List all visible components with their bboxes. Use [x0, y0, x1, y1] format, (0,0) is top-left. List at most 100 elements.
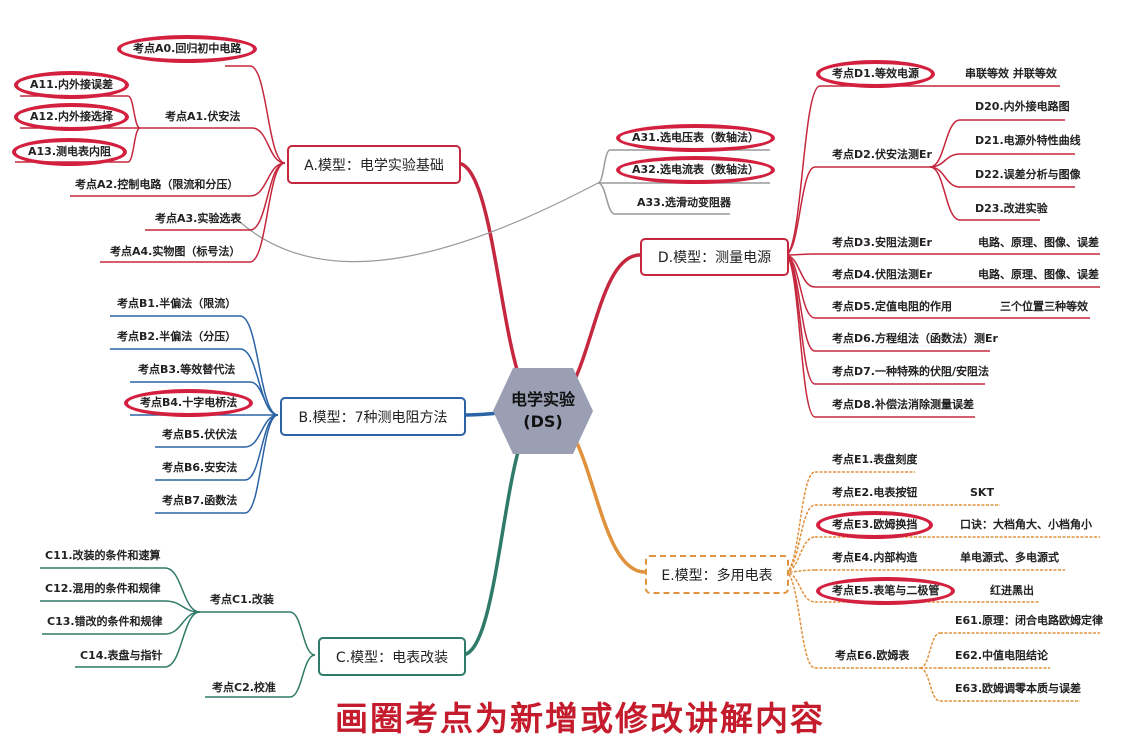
link-d2 — [784, 166, 816, 256]
topic-e[interactable]: E.模型：多用电表 — [645, 555, 789, 594]
central-topic[interactable]: 电学实验 (DS) — [493, 368, 593, 454]
node-e61[interactable]: E61.原理：闭合电路欧姆定律 — [955, 614, 1103, 627]
link-c11 — [164, 567, 201, 613]
topic-a[interactable]: A.模型：电学实验基础 — [287, 145, 461, 184]
topic-title: D.模型：测量电源 — [657, 250, 772, 266]
node-e2[interactable]: 考点E2.电表按钮 — [832, 486, 918, 499]
node-d22[interactable]: D22.误差分析与图像 — [975, 168, 1081, 181]
note-d1: 串联等效 并联等效 — [965, 67, 1057, 80]
node-c11[interactable]: C11.改装的条件和速算 — [45, 549, 161, 562]
node-d21[interactable]: D21.电源外特性曲线 — [975, 134, 1081, 147]
link-e6 — [784, 571, 816, 669]
link-d23 — [929, 166, 961, 221]
link-e3 — [784, 536, 816, 573]
link-b7 — [244, 414, 279, 514]
link-e4 — [784, 569, 816, 573]
node-b4[interactable]: 考点B4.十字电桥法 — [123, 389, 254, 417]
node-c1[interactable]: 考点C1.改装 — [210, 593, 274, 606]
link-a31 — [597, 149, 611, 184]
note-e5: 红进黑出 — [990, 584, 1034, 597]
node-c13[interactable]: C13.错改的条件和规律 — [47, 615, 163, 628]
link-c2 — [289, 654, 316, 698]
topic-d[interactable]: D.模型：测量电源 — [640, 238, 789, 276]
link-c1 — [289, 611, 316, 656]
link-a0 — [249, 65, 286, 164]
link-a3 — [249, 162, 286, 231]
node-c12[interactable]: C12.混用的条件和规律 — [45, 582, 161, 595]
topic-c[interactable]: C.模型：电表改装 — [318, 637, 466, 676]
link-a4 — [249, 162, 286, 263]
note-e2: SKT — [970, 486, 994, 499]
caption-note: 画圈考点为新增或修改讲解内容 — [335, 699, 825, 738]
node-a3[interactable]: 考点A3.实验选表 — [155, 212, 242, 225]
node-e5[interactable]: 考点E5.表笔与二极管 — [815, 577, 956, 605]
node-a12[interactable]: A12.内外接选择 — [14, 103, 129, 131]
topic-title: E.模型：多用电表 — [661, 567, 773, 584]
link-e1 — [784, 471, 816, 573]
topic-b[interactable]: B.模型：7种测电阻方法 — [280, 397, 466, 436]
topic-title: B.模型：7种测电阻方法 — [298, 409, 448, 426]
note-d5: 三个位置三种等效 — [1000, 300, 1088, 313]
link-c14 — [164, 611, 201, 668]
link-a1 — [251, 127, 286, 164]
link-c13 — [164, 611, 201, 635]
link-a13 — [127, 127, 141, 163]
node-d4[interactable]: 考点D4.伏阻法测Er — [832, 268, 932, 281]
note-e3: 口诀：大档角大、小档角小 — [960, 518, 1092, 531]
node-e4[interactable]: 考点E4.内部构造 — [832, 551, 918, 564]
node-d1[interactable]: 考点D1.等效电源 — [816, 60, 935, 88]
link-d22 — [929, 166, 961, 188]
central-topic-title: 电学实验 — [510, 390, 575, 409]
node-d2[interactable]: 考点D2.伏安法测Er — [832, 148, 932, 161]
link-a2 — [249, 162, 286, 197]
node-b6[interactable]: 考点B6.安安法 — [162, 461, 238, 474]
link-b1 — [239, 315, 279, 416]
node-e3[interactable]: 考点E3.欧姆换挡 — [815, 511, 934, 539]
node-d3[interactable]: 考点D3.安阻法测Er — [832, 236, 932, 249]
link-a33 — [597, 182, 616, 215]
cross-link-a3 — [239, 182, 599, 263]
link-e61 — [919, 632, 941, 669]
node-b3[interactable]: 考点B3.等效替代法 — [138, 363, 236, 376]
node-b7[interactable]: 考点B7.函数法 — [162, 494, 238, 507]
node-a33[interactable]: A33.选滑动变阻器 — [637, 196, 731, 209]
node-a2[interactable]: 考点A2.控制电路（限流和分压） — [75, 178, 239, 191]
node-e63[interactable]: E63.欧姆调零本质与误差 — [955, 682, 1081, 695]
node-e6[interactable]: 考点E6.欧姆表 — [835, 649, 910, 662]
node-d23[interactable]: D23.改进实验 — [975, 202, 1048, 215]
node-a0[interactable]: 考点A0.回归初中电路 — [116, 35, 258, 63]
node-d20[interactable]: D20.内外接电路图 — [975, 100, 1070, 113]
node-b5[interactable]: 考点B5.伏伏法 — [162, 428, 238, 441]
link-d20 — [929, 119, 961, 168]
node-d7[interactable]: 考点D7.一种特殊的伏阻/安阻法 — [832, 365, 989, 378]
node-d8[interactable]: 考点D8.补偿法消除测量误差 — [832, 398, 974, 411]
node-a4[interactable]: 考点A4.实物图（标号法） — [110, 245, 241, 258]
node-e1[interactable]: 考点E1.表盘刻度 — [832, 453, 918, 466]
node-c14[interactable]: C14.表盘与指针 — [80, 649, 163, 662]
note-d4: 电路、原理、图像、误差 — [978, 268, 1099, 281]
link-e63 — [919, 667, 941, 702]
node-c2[interactable]: 考点C2.校准 — [212, 681, 276, 694]
topic-title: A.模型：电学实验基础 — [304, 157, 444, 174]
node-e62[interactable]: E62.中值电阻结论 — [955, 649, 1049, 662]
link-d7 — [784, 254, 816, 385]
node-a32[interactable]: A32.选电流表（数轴法） — [616, 156, 775, 184]
node-d5[interactable]: 考点D5.定值电阻的作用 — [832, 300, 952, 313]
link-a11 — [127, 95, 141, 129]
node-a31[interactable]: A31.选电压表（数轴法） — [616, 124, 775, 152]
link-d3 — [784, 253, 816, 256]
link-b6 — [244, 414, 279, 481]
node-b2[interactable]: 考点B2.半偏法（分压） — [117, 330, 237, 343]
node-a1[interactable]: 考点A1.伏安法 — [165, 110, 241, 123]
node-a13[interactable]: A13.测电表内阻 — [12, 138, 127, 166]
node-b1[interactable]: 考点B1.半偏法（限流） — [117, 297, 237, 310]
node-a11[interactable]: A11.内外接误差 — [14, 71, 129, 99]
central-topic-code: (DS) — [523, 412, 563, 431]
link-e5 — [784, 571, 816, 603]
note-e4: 单电源式、多电源式 — [960, 551, 1059, 564]
link-e2 — [784, 504, 816, 573]
note-d3: 电路、原理、图像、误差 — [978, 236, 1099, 249]
topic-title: C.模型：电表改装 — [335, 649, 449, 666]
link-d8 — [784, 254, 816, 418]
node-d6[interactable]: 考点D6.方程组法（函数法）测Er — [832, 332, 998, 345]
